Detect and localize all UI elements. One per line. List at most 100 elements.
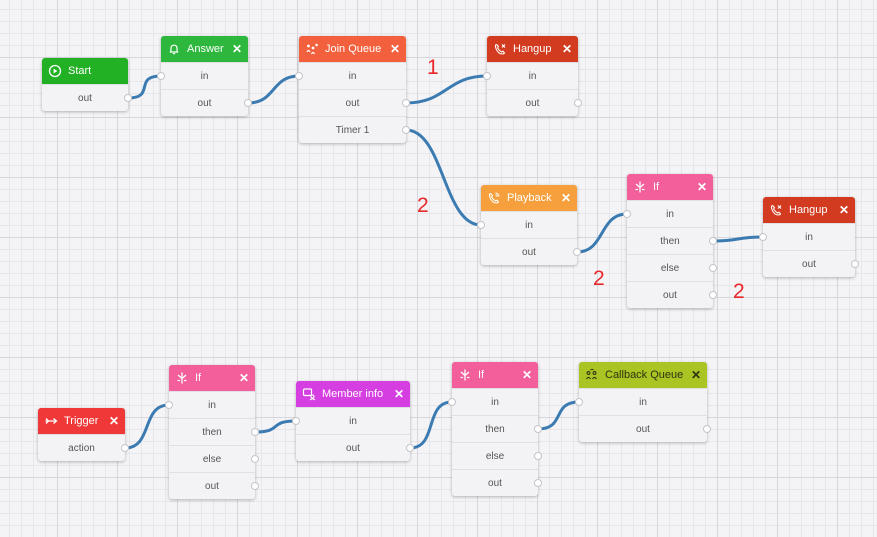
port-row-out: out	[299, 89, 410, 116]
connection-wire	[126, 74, 163, 100]
close-icon[interactable]: ✕	[521, 368, 532, 382]
node-header[interactable]: Join Queue✕	[299, 36, 406, 62]
close-icon[interactable]: ✕	[696, 180, 707, 194]
output-port-else[interactable]	[534, 452, 542, 460]
step-label-4: 2	[733, 280, 745, 303]
node-member-info[interactable]: Member info✕ in out	[292, 381, 414, 461]
port-label: in	[349, 415, 357, 427]
output-port-else[interactable]	[251, 455, 259, 463]
output-port-out[interactable]	[251, 482, 259, 490]
node-title: Callback Queue	[605, 369, 684, 381]
port-row-out: out	[161, 89, 252, 116]
close-icon[interactable]: ✕	[561, 42, 572, 56]
close-icon[interactable]: ✕	[560, 191, 571, 205]
close-icon[interactable]: ✕	[690, 368, 701, 382]
connection-wire	[404, 74, 489, 105]
port-row-out: out	[169, 472, 259, 499]
bell-icon	[167, 42, 181, 56]
port-label: Timer 1	[335, 124, 370, 136]
close-icon[interactable]: ✕	[238, 371, 249, 385]
output-port-then[interactable]	[709, 237, 717, 245]
input-port-in[interactable]	[292, 417, 300, 425]
port-label: else	[485, 450, 505, 462]
port-label: in	[528, 70, 537, 82]
output-port-out[interactable]	[406, 444, 414, 452]
input-port-in[interactable]	[623, 210, 631, 218]
port-label: else	[660, 262, 680, 274]
connection-wire	[711, 235, 765, 243]
port-label: then	[660, 235, 680, 247]
node-title: Answer	[187, 43, 224, 55]
port-label: out	[197, 97, 212, 109]
port-row-out: out	[481, 238, 581, 265]
port-row-in: in	[448, 388, 538, 415]
node-title: If	[653, 181, 660, 193]
connection-wire	[536, 400, 581, 431]
node-title: Hangup	[513, 43, 552, 55]
callback-queue-icon	[585, 368, 599, 382]
input-port-in[interactable]	[477, 221, 485, 229]
close-icon[interactable]: ✕	[231, 42, 242, 56]
input-port-in[interactable]	[157, 72, 165, 80]
input-port-in[interactable]	[165, 401, 173, 409]
output-port-out[interactable]	[244, 99, 252, 107]
node-header[interactable]: If✕	[169, 365, 255, 391]
close-icon[interactable]: ✕	[108, 414, 119, 428]
output-port-out[interactable]	[703, 425, 711, 433]
output-port-out[interactable]	[709, 291, 717, 299]
connection-wire	[575, 212, 629, 254]
output-port-out[interactable]	[124, 94, 132, 102]
close-icon[interactable]: ✕	[393, 387, 404, 401]
close-icon[interactable]: ✕	[389, 42, 400, 56]
input-port-in[interactable]	[448, 398, 456, 406]
port-row-in: in	[759, 223, 855, 250]
output-port-else[interactable]	[709, 264, 717, 272]
input-port-in[interactable]	[483, 72, 491, 80]
node-start[interactable]: Start out	[42, 58, 132, 111]
port-row-action: action	[38, 434, 129, 461]
port-row-else: else	[627, 254, 717, 281]
output-port-out[interactable]	[574, 99, 582, 107]
output-port-timer-1[interactable]	[402, 126, 410, 134]
node-header[interactable]: Callback Queue ✕	[579, 362, 707, 388]
output-port-out[interactable]	[534, 479, 542, 487]
node-header[interactable]: Hangup✕	[763, 197, 855, 223]
output-port-out[interactable]	[851, 260, 859, 268]
node-trigger[interactable]: Trigger✕action	[38, 408, 129, 461]
node-header[interactable]: Hangup ✕	[487, 36, 578, 62]
output-port-out[interactable]	[402, 99, 410, 107]
port-label: out	[522, 246, 536, 258]
node-header[interactable]: Playback✕	[481, 185, 577, 211]
input-port-in[interactable]	[575, 398, 583, 406]
node-header[interactable]: Trigger✕	[38, 408, 125, 434]
port-row-out: out	[452, 469, 542, 496]
port-row-out: out	[627, 281, 717, 308]
output-port-then[interactable]	[534, 425, 542, 433]
port-label: out	[346, 442, 360, 454]
output-port-out[interactable]	[573, 248, 581, 256]
output-port-action[interactable]	[121, 444, 129, 452]
close-icon[interactable]: ✕	[838, 203, 849, 217]
port-label: out	[78, 92, 92, 104]
branch-icon	[633, 180, 647, 194]
node-header[interactable]: Answer ✕	[161, 36, 248, 62]
input-port-in[interactable]	[759, 233, 767, 241]
port-row-then: then	[452, 415, 542, 442]
node-header[interactable]: Start	[42, 58, 128, 84]
node-header[interactable]: If✕	[452, 362, 538, 388]
input-port-in[interactable]	[295, 72, 303, 80]
node-header[interactable]: If ✕	[627, 174, 713, 200]
output-port-then[interactable]	[251, 428, 259, 436]
node-header[interactable]: Member info✕	[296, 381, 410, 407]
